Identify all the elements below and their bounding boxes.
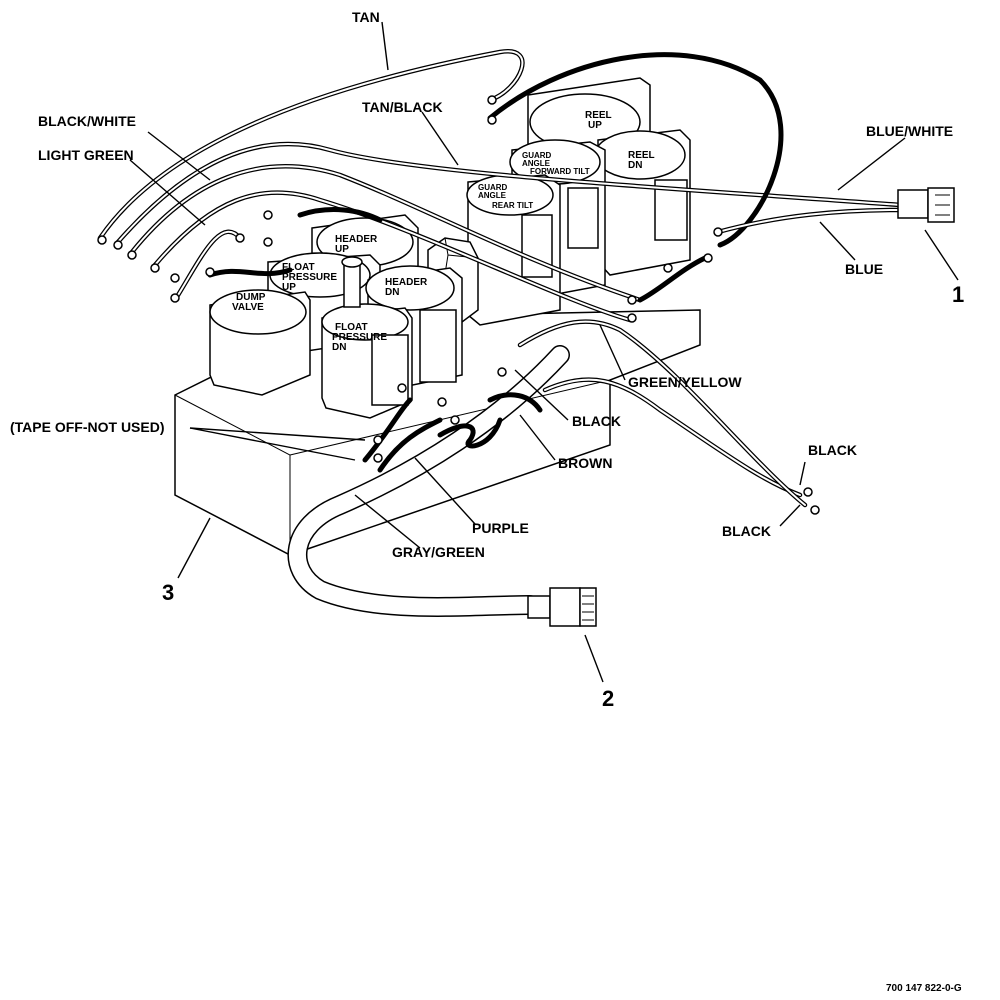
svg-text:REAR TILT: REAR TILT: [492, 201, 533, 210]
svg-text:DUMP: DUMP: [236, 292, 266, 303]
ring-terminals-left: [97, 95, 820, 515]
svg-text:GUARD: GUARD: [478, 183, 508, 192]
svg-text:PRESSURE: PRESSURE: [282, 272, 337, 283]
label-green-yellow: GREEN/YELLOW: [628, 374, 742, 390]
solenoid-label-float-up-2: PRESSURE: [282, 272, 337, 283]
solenoid-dump-valve: DUMP VALVE: [209, 289, 311, 396]
front-leads: [207, 207, 543, 473]
solenoid-label-float-dn-3: DN: [332, 342, 346, 353]
callout-1: 1: [952, 282, 964, 307]
label-blue-white: BLUE/WHITE: [866, 123, 953, 139]
svg-text:UP: UP: [335, 244, 349, 255]
svg-text:ANGLE: ANGLE: [478, 191, 507, 200]
svg-text:UP: UP: [588, 120, 602, 131]
wire-bundle-top: [97, 49, 903, 323]
solenoid-label-guard-rear-3: REAR TILT: [492, 201, 533, 210]
solenoid-label-float-dn-1: FLOAT: [335, 322, 368, 333]
solenoid-label-guard-fwd-2: ANGLE: [522, 159, 551, 168]
solenoid-label-guard-rear-1: GUARD: [478, 183, 508, 192]
label-black-right-upper: BLACK: [808, 442, 857, 458]
svg-text:FLOAT: FLOAT: [282, 262, 315, 273]
label-light-green: LIGHT GREEN: [38, 147, 134, 163]
solenoid-label-dump-2: VALVE: [232, 302, 264, 313]
solenoid-label-header-up-2: UP: [335, 244, 349, 255]
connector-2: [527, 587, 597, 627]
svg-text:HEADER: HEADER: [385, 277, 428, 288]
svg-text:UP: UP: [282, 282, 296, 293]
label-tape-off: (TAPE OFF-NOT USED): [10, 419, 165, 435]
solenoid-label-reel-dn-1: REEL: [628, 150, 655, 161]
label-black-white: BLACK/WHITE: [38, 113, 136, 129]
svg-text:DN: DN: [332, 342, 346, 353]
label-tan-black: TAN/BLACK: [362, 99, 443, 115]
svg-text:GUARD: GUARD: [522, 151, 552, 160]
label-blue: BLUE: [845, 261, 883, 277]
label-tan: TAN: [352, 9, 380, 25]
solenoid-label-reel-up-1: REEL: [585, 110, 612, 121]
svg-text:HEADER: HEADER: [335, 234, 378, 245]
svg-text:FORWARD TILT: FORWARD TILT: [530, 167, 590, 176]
solenoid-reel-dn: REEL DN: [594, 129, 691, 276]
svg-text:ANGLE: ANGLE: [522, 159, 551, 168]
solenoid-label-reel-dn-2: DN: [628, 160, 642, 171]
solenoid-label-header-dn-2: DN: [385, 287, 399, 298]
wire-labels: TAN TAN/BLACK BLACK/WHITE LIGHT GREEN BL…: [10, 9, 953, 560]
label-purple: PURPLE: [472, 520, 529, 536]
wires-right-black: [517, 255, 808, 508]
solenoid-label-header-up-1: HEADER: [335, 234, 378, 245]
leader-lines: [129, 21, 959, 683]
solenoid-label-guard-fwd-3: FORWARD TILT: [530, 167, 590, 176]
callout-2: 2: [602, 686, 614, 711]
svg-text:DN: DN: [385, 287, 399, 298]
svg-text:DN: DN: [628, 160, 642, 171]
label-gray-green: GRAY/GREEN: [392, 544, 485, 560]
label-brown: BROWN: [558, 455, 612, 471]
svg-text:VALVE: VALVE: [232, 302, 264, 313]
svg-text:PRESSURE: PRESSURE: [332, 332, 387, 343]
solenoid-label-float-up-1: FLOAT: [282, 262, 315, 273]
solenoid-label-dump-1: DUMP: [236, 292, 266, 303]
solenoid-label-guard-rear-2: ANGLE: [478, 191, 507, 200]
label-black-center: BLACK: [572, 413, 621, 429]
solenoid-label-guard-fwd-1: GUARD: [522, 151, 552, 160]
solenoid-label-reel-up-2: UP: [588, 120, 602, 131]
figure-code: 700 147 822-0-G: [886, 983, 962, 994]
callout-numbers: 1 2 3: [162, 282, 964, 711]
connector-1: [897, 187, 955, 223]
label-black-right-lower: BLACK: [722, 523, 771, 539]
solenoid-float-pressure-dn: FLOAT PRESSURE DN: [321, 256, 413, 419]
callout-3: 3: [162, 580, 174, 605]
svg-text:REEL: REEL: [628, 150, 655, 161]
solenoid-label-header-dn-1: HEADER: [385, 277, 428, 288]
svg-text:FLOAT: FLOAT: [335, 322, 368, 333]
svg-text:REEL: REEL: [585, 110, 612, 121]
solenoid-label-float-dn-2: PRESSURE: [332, 332, 387, 343]
solenoid-label-float-up-3: UP: [282, 282, 296, 293]
